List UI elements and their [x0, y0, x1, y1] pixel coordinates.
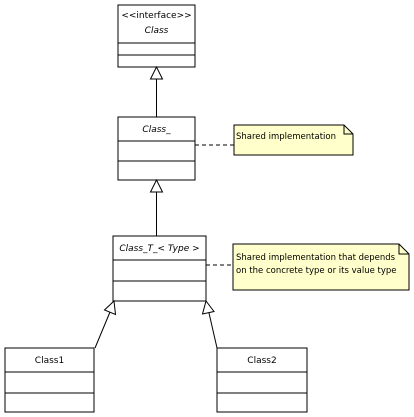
- template-class-name: Class_T_< Type >: [119, 244, 199, 254]
- note-shared-implementation[interactable]: Shared implementation: [233, 124, 354, 156]
- note2-line-1: Shared implementation that depends: [236, 253, 396, 263]
- note2-line-2: on the concrete type or its value type: [236, 266, 397, 276]
- template-class-box[interactable]: Class_T_< Type >: [112, 235, 207, 302]
- abstract-class-box[interactable]: Class_: [117, 116, 196, 181]
- class1-box[interactable]: Class1: [4, 347, 95, 413]
- interface-class-name: Class: [145, 26, 169, 36]
- note1-line-1: Shared implementation: [236, 132, 336, 142]
- abstract-class-name: Class_: [142, 125, 171, 135]
- class2-name: Class2: [247, 356, 276, 366]
- generalization-class1-to-template: [94, 299, 117, 349]
- class1-name: Class1: [35, 356, 64, 366]
- generalization-abstract-to-interface: [149, 65, 164, 117]
- interface-stereotype: <<interface>>: [121, 11, 191, 21]
- interface-class-box[interactable]: <<interface>> Class: [117, 4, 196, 68]
- class2-box[interactable]: Class2: [216, 347, 308, 413]
- note-type-dependent-implementation[interactable]: Shared implementation that depends on th…: [232, 243, 410, 291]
- generalization-template-to-abstract: [149, 178, 164, 236]
- generalization-class2-to-template: [201, 299, 218, 349]
